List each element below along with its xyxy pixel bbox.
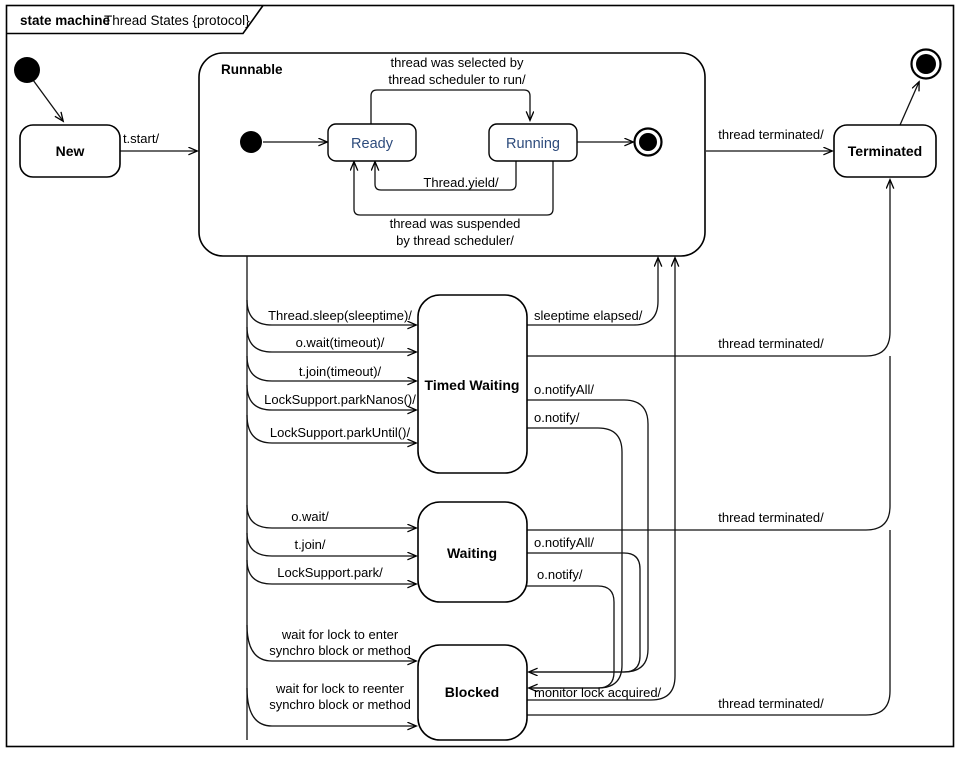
label-thread-yield: Thread.yield/ bbox=[423, 175, 499, 190]
frame-header-name: Thread States {protocol} bbox=[104, 13, 250, 28]
label-locksupport-park: LockSupport.park/ bbox=[277, 565, 383, 580]
label-sleeptime-elapsed: sleeptime elapsed/ bbox=[534, 308, 643, 323]
label-terminated-blocked: thread terminated/ bbox=[718, 696, 824, 711]
label-notify-waiting: o.notify/ bbox=[537, 567, 583, 582]
state-waiting[interactable] bbox=[417, 501, 528, 603]
label-t-join: t.join/ bbox=[294, 537, 325, 552]
transition-waiting-notify-to-blocked bbox=[527, 585, 615, 689]
transition-to-waiting-wait bbox=[246, 504, 416, 528]
label-o-wait: o.wait/ bbox=[291, 509, 329, 524]
state-ready-label: Ready bbox=[351, 136, 394, 152]
state-timed-waiting[interactable] bbox=[417, 294, 528, 474]
label-terminated-timed-waiting: thread terminated/ bbox=[718, 336, 824, 351]
transition-initial-to-new bbox=[32, 79, 63, 121]
label-selected-line2: thread scheduler to run/ bbox=[388, 72, 526, 87]
transition-to-timed-waiting-join-timeout bbox=[246, 355, 416, 381]
transition-waiting-terminated bbox=[527, 356, 891, 531]
transition-to-timed-waiting-park-until bbox=[246, 414, 416, 443]
label-wait-lock-enter-line1: wait for lock to enter bbox=[281, 627, 399, 642]
state-runnable[interactable] bbox=[198, 52, 706, 257]
label-selected-line1: thread was selected by bbox=[391, 55, 524, 70]
transition-to-timed-waiting-park-nanos bbox=[246, 384, 416, 410]
initial-state-outer bbox=[14, 57, 40, 83]
transition-ready-to-running bbox=[370, 89, 530, 125]
transition-terminated-to-final bbox=[899, 82, 919, 126]
label-suspended-line2: by thread scheduler/ bbox=[396, 233, 514, 248]
state-terminated[interactable] bbox=[833, 124, 937, 178]
transition-running-to-ready-yield bbox=[375, 161, 517, 191]
label-wait-timeout: o.wait(timeout)/ bbox=[296, 335, 385, 350]
label-t-start: t.start/ bbox=[123, 131, 160, 146]
state-running-label: Running bbox=[506, 136, 560, 152]
transition-timed-waiting-terminated bbox=[527, 180, 890, 357]
transition-blocked-to-runnable bbox=[527, 258, 675, 701]
state-terminated-label: Terminated bbox=[848, 143, 922, 159]
state-new-label: New bbox=[56, 143, 85, 159]
label-join-timeout: t.join(timeout)/ bbox=[299, 364, 382, 379]
transition-to-waiting-park bbox=[246, 559, 416, 584]
state-timed-waiting-label: Timed Waiting bbox=[425, 377, 520, 393]
label-notifyall-timed-waiting: o.notifyAll/ bbox=[534, 382, 594, 397]
transition-timed-waiting-notify-to-blocked bbox=[527, 427, 623, 688]
label-wait-lock-reenter-line1: wait for lock to reenter bbox=[275, 681, 405, 696]
state-waiting-label: Waiting bbox=[447, 545, 497, 561]
transition-to-timed-waiting-wait-timeout bbox=[246, 326, 416, 352]
label-notifyall-waiting: o.notifyAll/ bbox=[534, 535, 594, 550]
transition-timed-waiting-notifyall-to-blocked bbox=[527, 399, 649, 672]
final-state-outer bbox=[910, 48, 942, 80]
transition-waiting-notifyall-to-blocked bbox=[527, 552, 641, 673]
transition-running-to-ready-suspended bbox=[354, 161, 554, 216]
label-suspended-line1: thread was suspended bbox=[390, 216, 521, 231]
state-runnable-label: Runnable bbox=[221, 62, 283, 77]
final-state-runnable bbox=[633, 127, 663, 157]
state-blocked[interactable] bbox=[417, 644, 528, 741]
transition-blocked-terminated bbox=[527, 530, 891, 716]
frame-header-keyword: state machine bbox=[20, 13, 111, 28]
state-ready[interactable] bbox=[327, 123, 417, 162]
label-notify-timed-waiting: o.notify/ bbox=[534, 410, 580, 425]
label-terminated-waiting: thread terminated/ bbox=[718, 510, 824, 525]
label-thread-sleep: Thread.sleep(sleeptime)/ bbox=[268, 308, 412, 323]
label-terminated-top: thread terminated/ bbox=[718, 127, 824, 142]
initial-state-runnable bbox=[240, 131, 262, 153]
transition-to-blocked-reenter bbox=[246, 687, 416, 726]
transition-to-timed-waiting-sleep bbox=[246, 299, 416, 325]
transition-to-waiting-join bbox=[246, 532, 416, 556]
label-wait-lock-reenter-line2: synchro block or method bbox=[269, 697, 411, 712]
state-blocked-label: Blocked bbox=[445, 684, 499, 700]
label-monitor-lock-acquired: monitor lock acquired/ bbox=[534, 685, 662, 700]
transition-to-blocked-enter bbox=[246, 624, 416, 661]
label-park-nanos: LockSupport.parkNanos()/ bbox=[264, 392, 416, 407]
label-park-until: LockSupport.parkUntil()/ bbox=[270, 425, 411, 440]
label-wait-lock-enter-line2: synchro block or method bbox=[269, 643, 411, 658]
transition-timed-waiting-to-runnable bbox=[527, 258, 658, 326]
state-new[interactable] bbox=[19, 124, 121, 178]
state-running[interactable] bbox=[488, 123, 578, 162]
